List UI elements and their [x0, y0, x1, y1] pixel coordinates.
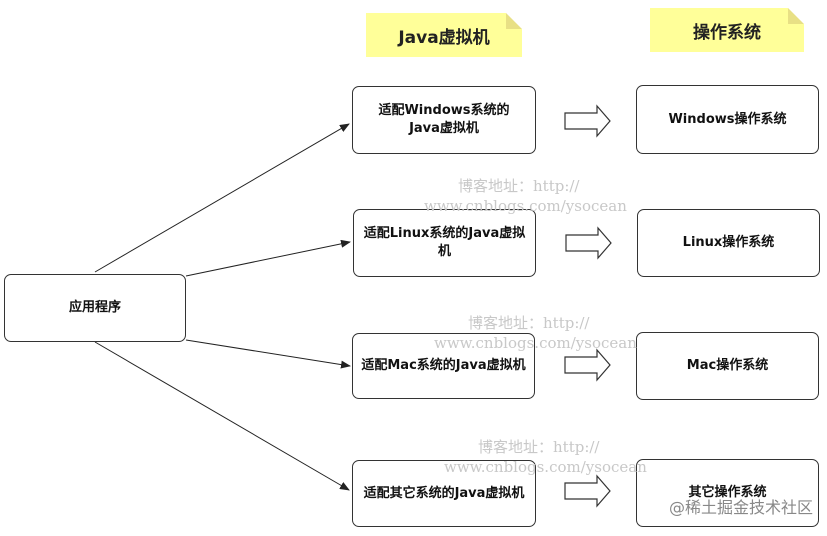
- block-arrow-linux: [565, 226, 612, 260]
- watermark-line2: www.cnblogs.com/ysocean: [424, 197, 627, 215]
- os-box-other: 其它操作系统: [636, 459, 819, 527]
- watermark-3: 博客地址：http:// www.cnblogs.com/ysocean: [444, 437, 647, 477]
- watermark-2: 博客地址：http:// www.cnblogs.com/ysocean: [434, 313, 637, 353]
- watermark-line1: 博客地址：http://: [468, 314, 590, 332]
- block-arrow-other: [564, 474, 611, 508]
- arrow-app-to-windows-jvm: [94, 123, 350, 273]
- block-arrow-mac: [564, 348, 611, 382]
- os-box-windows: Windows操作系统: [636, 85, 819, 154]
- watermark-line1: 博客地址：http://: [478, 438, 600, 456]
- watermark-line1: 博客地址：http://: [458, 177, 580, 195]
- os-box-mac: Mac操作系统: [636, 332, 819, 400]
- arrow-app-to-linux-jvm: [185, 239, 351, 277]
- watermark-1: 博客地址：http:// www.cnblogs.com/ysocean: [424, 176, 627, 216]
- os-box-linux: Linux操作系统: [637, 209, 820, 277]
- watermark-line2: www.cnblogs.com/ysocean: [444, 458, 647, 476]
- jvm-box-mac: 适配Mac系统的Java虚拟机: [352, 333, 535, 399]
- header-jvm-note: Java虚拟机: [366, 13, 522, 57]
- site-credit: @稀土掘金技术社区: [668, 498, 813, 517]
- watermark-line2: www.cnblogs.com/ysocean: [434, 334, 637, 352]
- arrow-app-to-other-jvm: [94, 341, 350, 491]
- app-box: 应用程序: [4, 274, 186, 342]
- jvm-box-windows: 适配Windows系统的Java虚拟机: [352, 86, 536, 154]
- block-arrow-windows: [564, 104, 611, 138]
- jvm-box-linux: 适配Linux系统的Java虚拟机: [353, 209, 536, 277]
- arrow-app-to-mac-jvm: [185, 339, 351, 369]
- jvm-box-other: 适配其它系统的Java虚拟机: [352, 460, 536, 527]
- header-os-note: 操作系统: [650, 8, 804, 52]
